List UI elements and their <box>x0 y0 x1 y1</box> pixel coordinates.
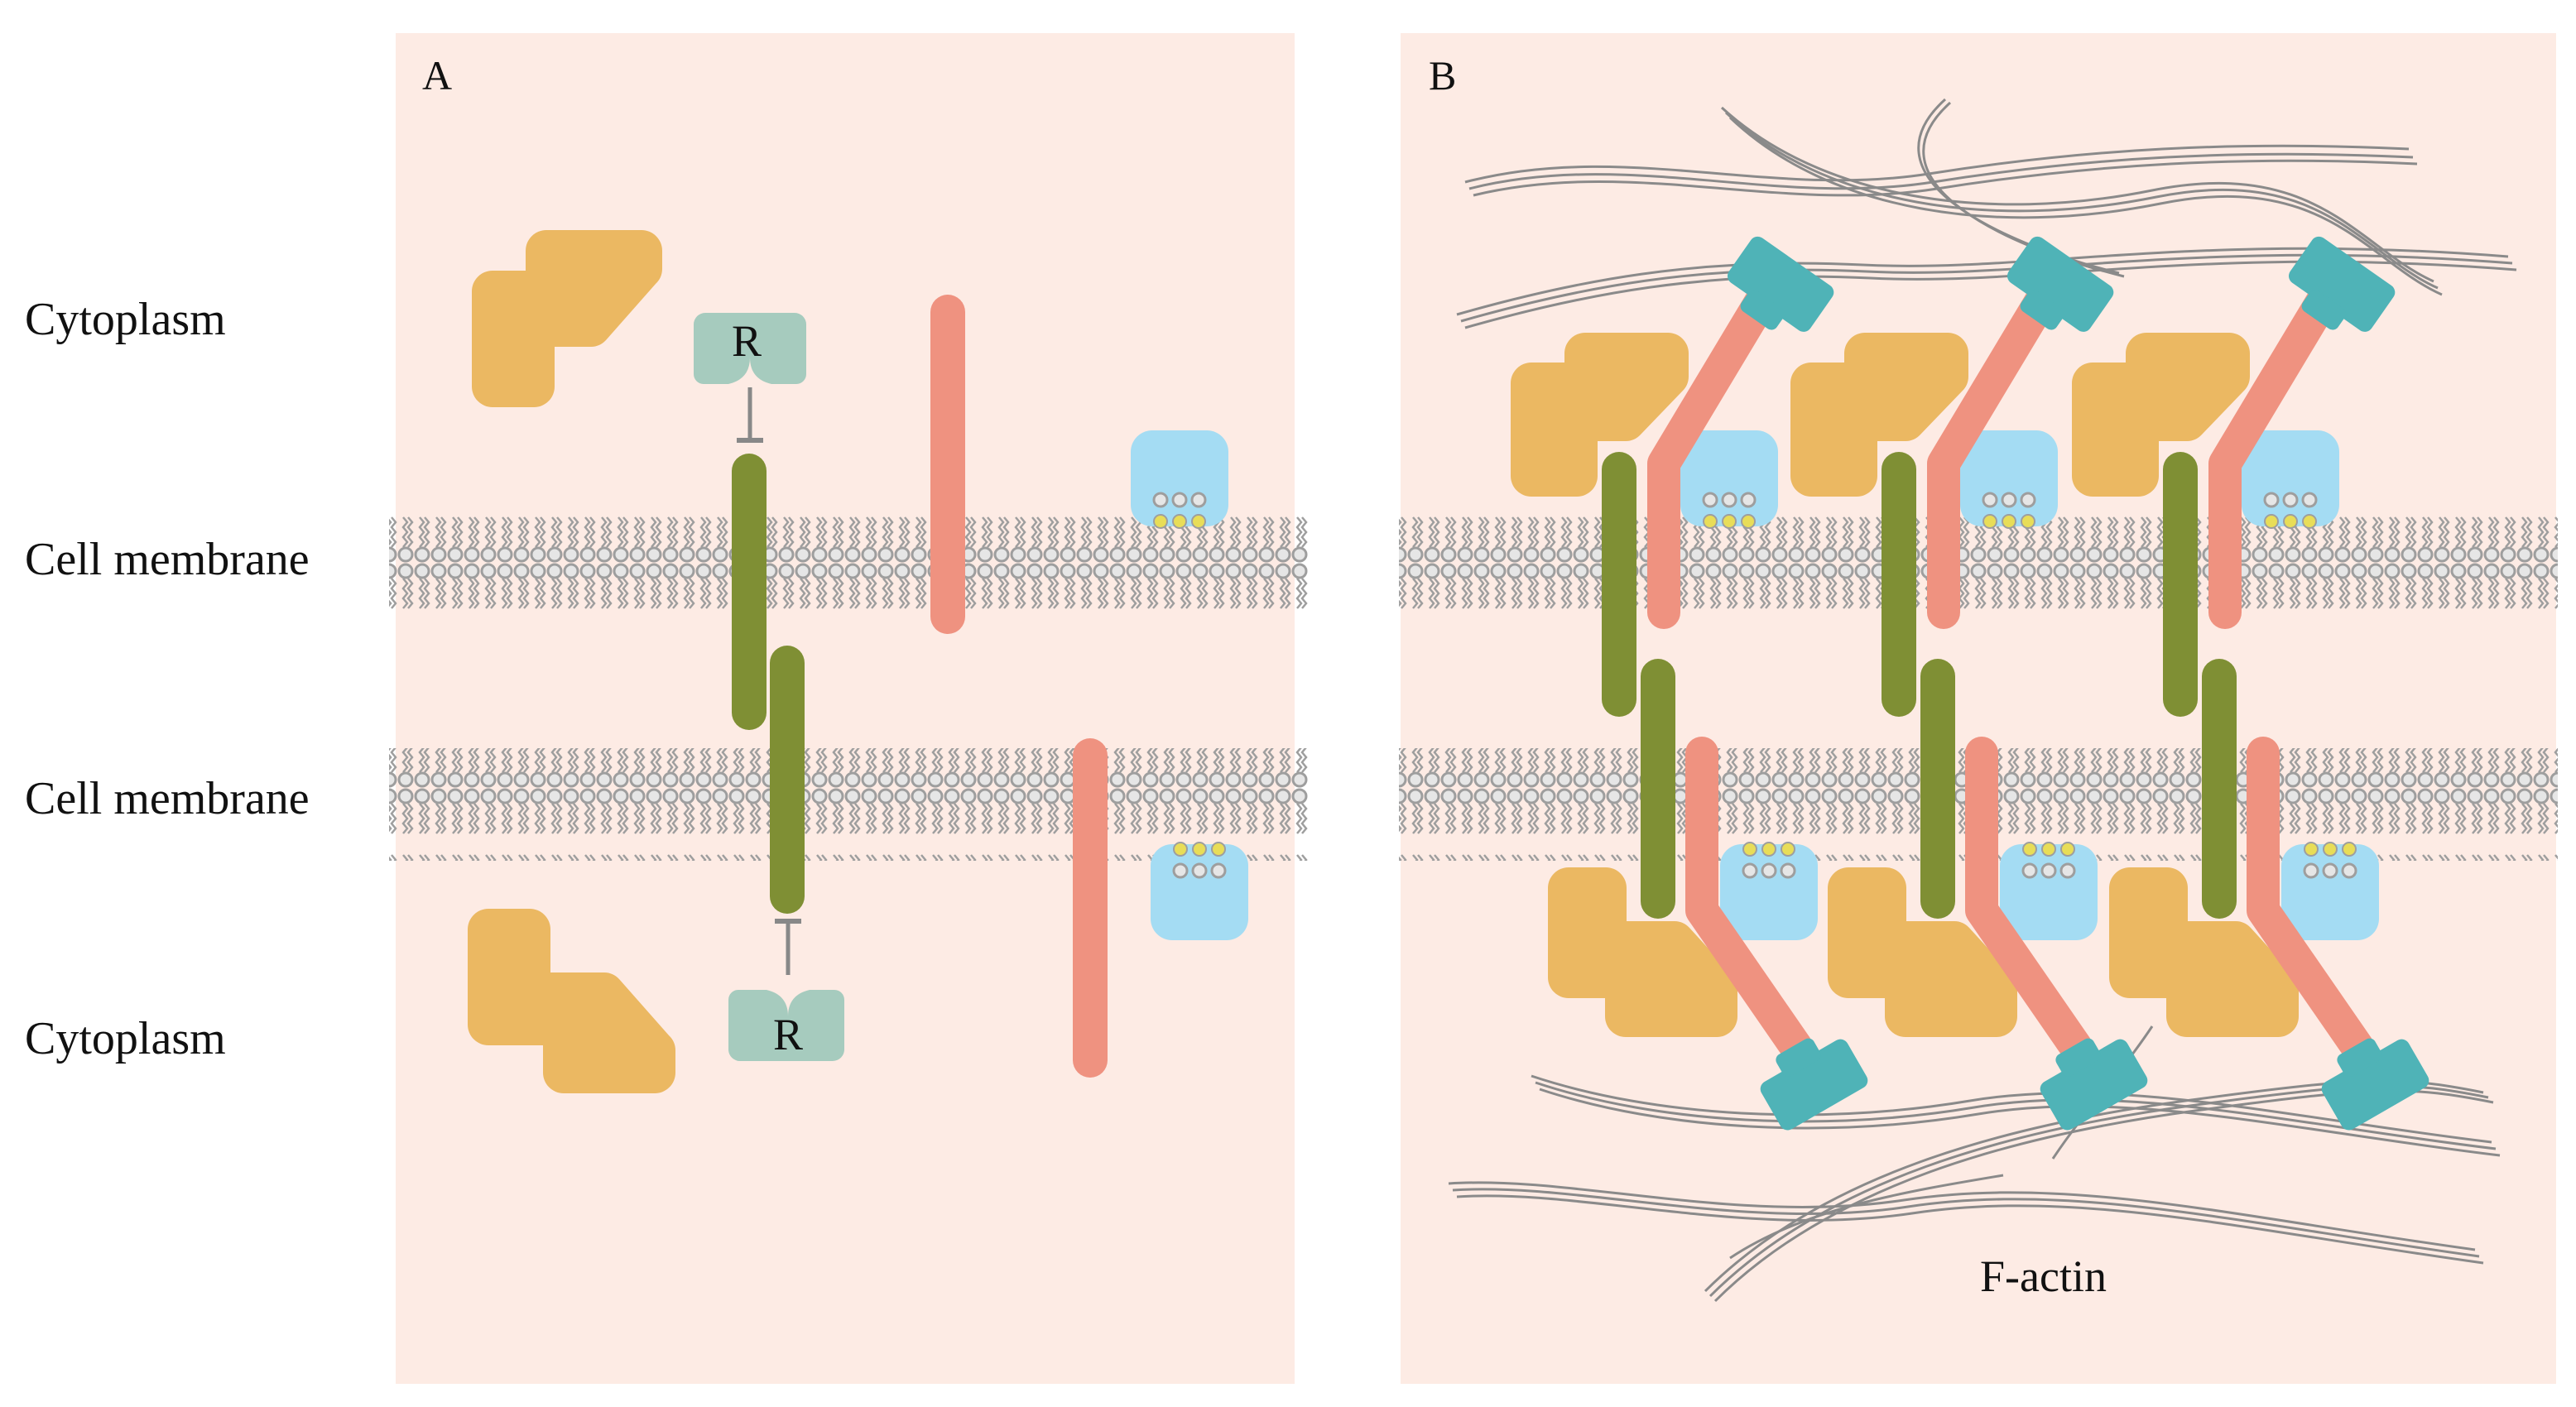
adaptor-protein-a-bottom <box>468 909 675 1093</box>
panel-b-membrane-top <box>1399 508 2558 621</box>
adaptor-protein-b3-top <box>2072 333 2250 497</box>
side-label-membrane-bottom: Cell membrane <box>25 773 310 824</box>
panel-b-letter: B <box>1429 52 1456 98</box>
green-adhesion-protein-b2-2 <box>1920 659 1955 919</box>
regulator-r-bottom: R <box>728 990 844 1061</box>
junction-complex-2 <box>1790 236 2148 1131</box>
blue-protein-b2-bottom <box>2000 842 2098 940</box>
panel-a-letter: A <box>422 52 452 98</box>
blue-protein-a-top <box>1131 430 1228 529</box>
f-actin-top <box>1456 98 2517 329</box>
salmon-protein-b3-top <box>2208 281 2341 629</box>
green-adhesion-protein-b2-1 <box>1882 452 1916 717</box>
panel-a-membrane-top <box>389 508 1308 621</box>
side-label-cytoplasm-bottom: Cytoplasm <box>25 1013 226 1064</box>
teal-linker-b3-top <box>2288 236 2396 332</box>
panel-a-membrane-bottom <box>389 748 1308 861</box>
blue-protein-a-bottom <box>1151 842 1248 940</box>
salmon-protein-a-bottom <box>1073 738 1108 1078</box>
teal-linker-b3-bottom <box>2321 1038 2429 1131</box>
regulator-r-bottom-label: R <box>773 1010 803 1059</box>
blue-protein-b3-top <box>2242 430 2339 529</box>
adaptor-protein-a-top <box>472 230 662 407</box>
green-adhesion-protein-b3-2 <box>2202 659 2237 919</box>
f-actin-label: F-actin <box>1980 1251 2107 1301</box>
panel-a: A R R <box>389 33 1308 1384</box>
adaptor-protein-b1-bottom <box>1548 867 1737 1037</box>
panel-a-background <box>396 33 1295 1384</box>
blue-protein-b2-top <box>1960 430 2058 529</box>
salmon-protein-b1-top <box>1647 281 1780 629</box>
adaptor-protein-b1-top <box>1511 333 1689 497</box>
side-label-cytoplasm-top: Cytoplasm <box>25 294 226 345</box>
green-adhesion-protein-a-1 <box>732 454 767 730</box>
panel-b-background <box>1401 33 2556 1384</box>
teal-linker-b2-top <box>2006 236 2114 332</box>
salmon-protein-b2-top <box>1927 281 2059 629</box>
salmon-protein-b3-bottom <box>2247 737 2374 1064</box>
junction-complex-3 <box>2072 236 2429 1131</box>
junction-complex-1 <box>1511 236 1868 1131</box>
blue-protein-b1-bottom <box>1720 842 1818 940</box>
regulator-r-top: R <box>694 313 806 384</box>
green-adhesion-protein-b1-2 <box>1641 659 1675 919</box>
green-adhesion-protein-b1-1 <box>1602 452 1636 717</box>
salmon-protein-b2-bottom <box>1965 737 2093 1064</box>
side-label-membrane-top: Cell membrane <box>25 534 310 585</box>
panel-b: B <box>1399 33 2558 1384</box>
adaptor-protein-b2-bottom <box>1828 867 2017 1037</box>
blue-protein-b3-bottom <box>2281 842 2379 940</box>
teal-linker-b1-top <box>1727 236 1834 332</box>
teal-linker-b2-bottom <box>2040 1038 2148 1131</box>
adaptor-protein-b3-bottom <box>2109 867 2299 1037</box>
teal-linker-b1-bottom <box>1760 1038 1868 1131</box>
salmon-protein-a-top <box>930 295 965 634</box>
green-adhesion-protein-a-2 <box>770 646 805 914</box>
adaptor-protein-b2-top <box>1790 333 1968 497</box>
regulator-r-top-label: R <box>732 316 762 366</box>
salmon-protein-b1-bottom <box>1685 737 1813 1064</box>
green-adhesion-protein-b3-1 <box>2163 452 2198 717</box>
blue-protein-b1-top <box>1680 430 1778 529</box>
